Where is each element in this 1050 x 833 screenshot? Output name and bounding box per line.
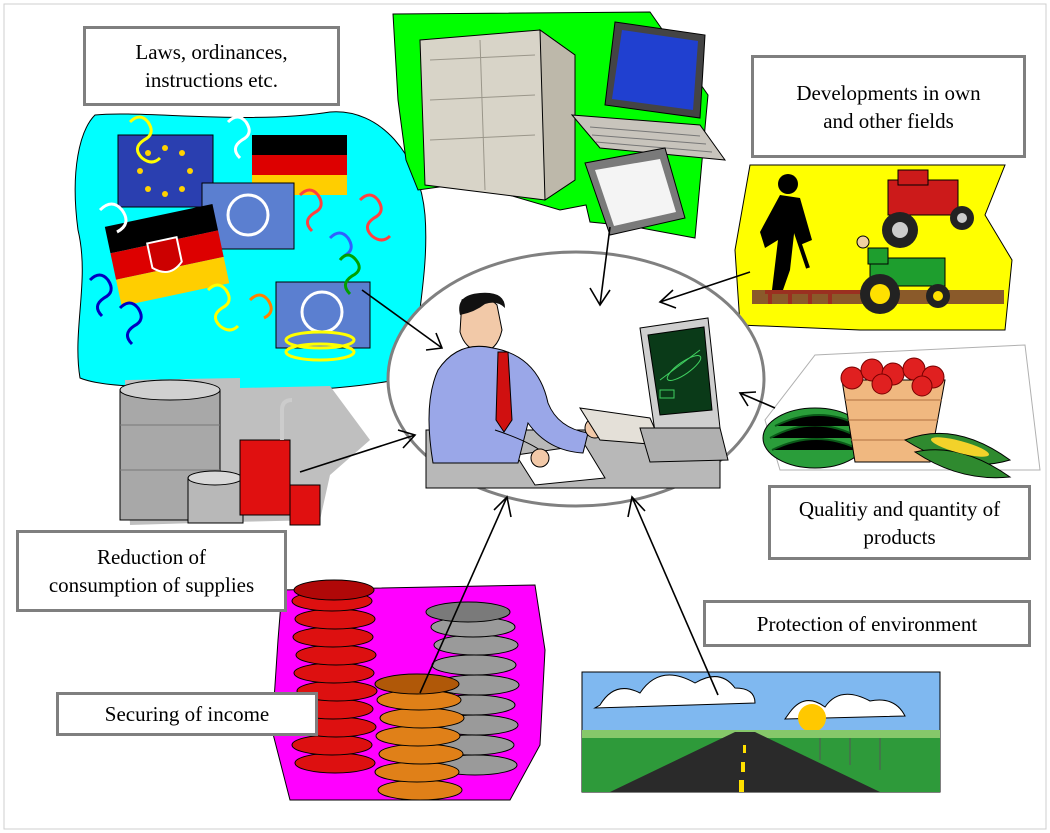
flags-paragraph-icon: [74, 111, 427, 391]
computer-equipment-icon: [392, 11, 727, 239]
oil-barrel-icon: [119, 378, 370, 526]
label-laws: Laws, ordinances, instructions etc.: [83, 26, 340, 106]
label-income: Securing of income: [56, 692, 318, 736]
label-developments: Developments in own and other fields: [751, 55, 1026, 158]
road-landscape-icon: [581, 671, 941, 793]
label-quality: Qualitiy and quantity of products: [768, 485, 1031, 560]
label-reduction: Reduction of consumption of supplies: [16, 530, 287, 612]
coin-stacks-icon: [271, 579, 546, 801]
farmer-tractor-icon: [734, 164, 1013, 331]
label-environment: Protection of environment: [703, 600, 1031, 647]
arrows: [299, 226, 776, 696]
office-worker-computer-icon: [425, 292, 729, 489]
fruit-basket-icon: [762, 344, 1041, 479]
page-border: [3, 3, 1047, 830]
